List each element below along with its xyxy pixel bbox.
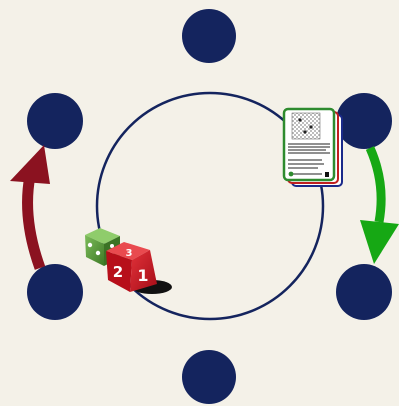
counterclockwise-arrow — [10, 145, 50, 268]
seat-upper-left[interactable] — [27, 93, 83, 149]
die-face-2: 2 — [113, 263, 123, 281]
seat-top[interactable] — [182, 9, 236, 63]
seat-bottom[interactable] — [182, 350, 236, 404]
die-face-3: 3 — [126, 248, 133, 259]
seat-lower-right[interactable] — [336, 264, 392, 320]
chessboard-icon — [292, 113, 320, 139]
seat-lower-left[interactable] — [27, 264, 83, 320]
chess-puzzle-card[interactable] — [284, 109, 334, 180]
seat-upper-right[interactable] — [336, 93, 392, 149]
card-score-icon — [289, 172, 294, 177]
die-face-1: 1 — [137, 266, 148, 285]
clockwise-arrow — [360, 148, 399, 264]
red-die[interactable]: 1 2 3 — [106, 242, 157, 292]
pawn-icon — [325, 172, 329, 177]
card-stack[interactable] — [284, 109, 342, 186]
